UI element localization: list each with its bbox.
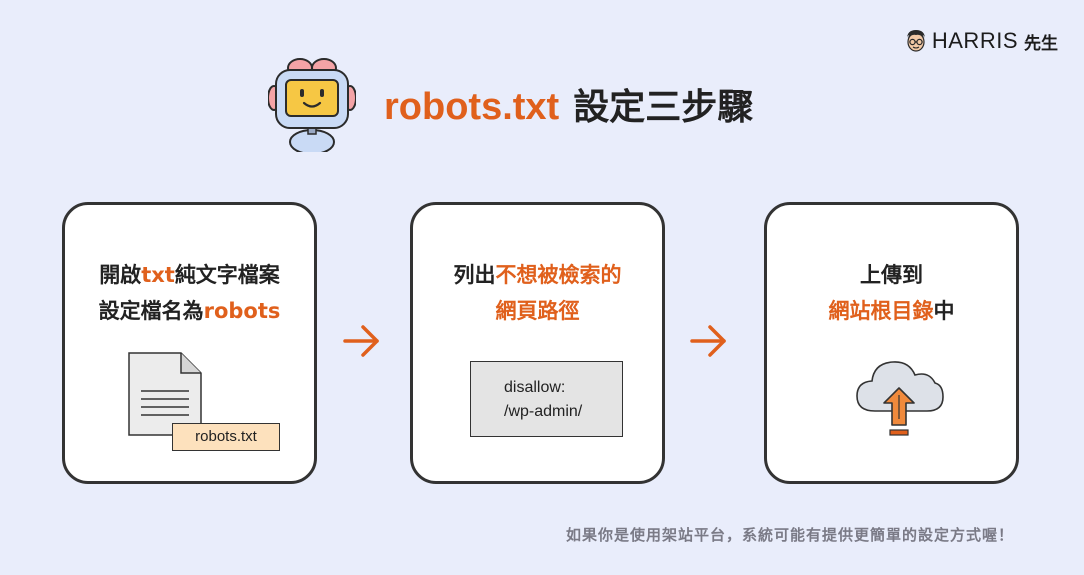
header: robots.txt 設定三步驟 <box>268 56 753 152</box>
step-2-text: 列出不想被檢索的 網頁路徑 <box>413 257 662 329</box>
robot-mascot-icon <box>268 58 356 152</box>
step-3-text: 上傳到 網站根目錄中 <box>767 257 1016 329</box>
step-1-line-2: 設定檔名為robots <box>98 299 281 323</box>
arrow-right-icon <box>343 325 379 357</box>
step-card-2: 列出不想被檢索的 網頁路徑 disallow: /wp-admin/ <box>410 202 665 484</box>
brand-logo: HARRIS 先生 <box>904 28 1058 54</box>
avatar-icon <box>906 30 925 52</box>
code-line-2: /wp-admin/ <box>504 403 583 420</box>
step-3-line-1: 上傳到 <box>860 263 923 287</box>
brand-name: HARRIS <box>931 28 1018 53</box>
title-suffix: 設定三步驟 <box>573 87 754 128</box>
document-icon <box>128 352 202 436</box>
step-2-line-1: 列出不想被檢索的 <box>453 263 622 287</box>
step-card-1: 開啟txt純文字檔案 設定檔名為robots robots.txt <box>62 202 317 484</box>
cloud-upload-icon <box>856 361 944 436</box>
step-card-3: 上傳到 網站根目錄中 <box>764 202 1019 484</box>
file-name-label: robots.txt <box>172 423 280 451</box>
step-1-line-1: 開啟txt純文字檔案 <box>99 263 280 287</box>
code-line-1: disallow: <box>504 379 566 396</box>
title-prefix: robots.txt <box>384 86 560 128</box>
step-3-line-2: 網站根目錄中 <box>828 299 955 323</box>
step-2-line-2: 網頁路徑 <box>495 299 580 323</box>
page-title: robots.txt 設定三步驟 <box>384 78 753 130</box>
disallow-code-box: disallow: /wp-admin/ <box>470 361 623 437</box>
step-1-text: 開啟txt純文字檔案 設定檔名為robots <box>65 257 314 329</box>
arrow-right-icon <box>690 325 726 357</box>
footnote: 如果你是使用架站平台，系統可能有提供更簡單的設定方式喔！ <box>565 526 1014 544</box>
brand-suffix: 先生 <box>1024 33 1058 53</box>
